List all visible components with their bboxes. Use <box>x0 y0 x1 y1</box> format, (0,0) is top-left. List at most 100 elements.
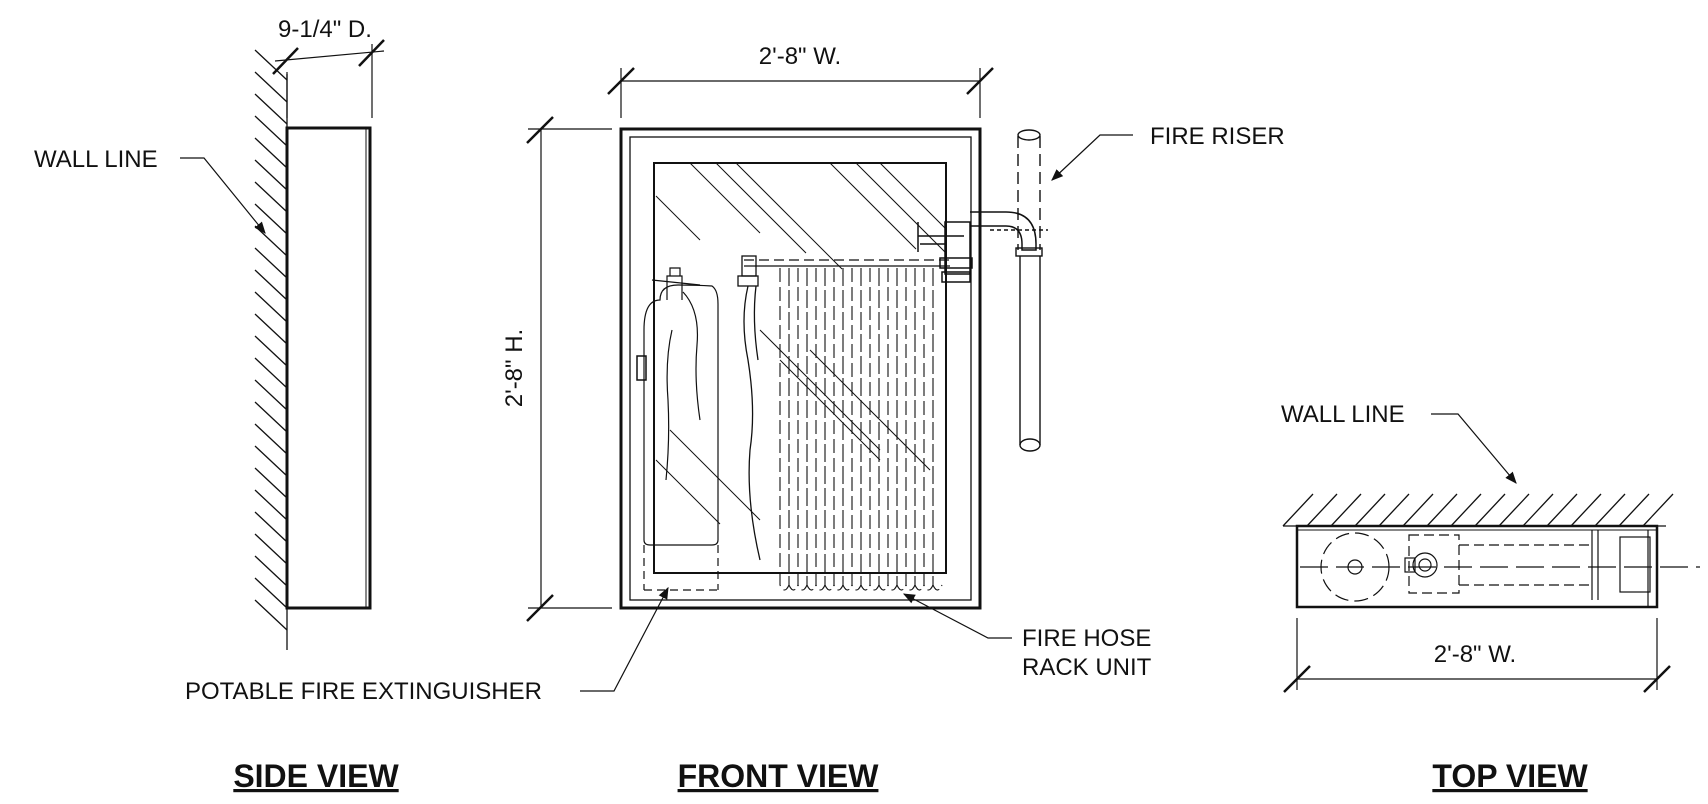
front-view <box>526 67 1133 692</box>
side-wall-hatch <box>254 49 288 650</box>
wall-hatch-line <box>254 357 288 389</box>
wall-hatch-line <box>1570 493 1602 527</box>
side-view-title: SIDE VIEW <box>233 758 399 794</box>
wall-hatch-line <box>254 533 288 565</box>
wall-hatch-line <box>254 115 288 147</box>
hose-fold <box>923 268 934 591</box>
side-view <box>180 39 385 650</box>
hose-fold <box>887 268 898 591</box>
wall-hatch-line <box>254 203 288 235</box>
fire-riser-pipe <box>990 129 1048 452</box>
hose-fold <box>878 268 889 591</box>
hose-fold <box>788 268 799 591</box>
hose-fold <box>842 268 853 591</box>
hose-fold <box>815 268 826 591</box>
wall-hatch-line <box>254 159 288 191</box>
wall-hatch-line <box>1354 493 1386 527</box>
top-contents <box>1300 530 1700 607</box>
hose-fold <box>896 268 907 591</box>
front-width-label: 2'-8" W. <box>759 43 841 70</box>
hose-rack-bar <box>737 255 950 561</box>
front-height-dimension <box>526 116 612 622</box>
wall-hatch-line <box>1618 493 1650 527</box>
wall-hatch-line <box>1450 493 1482 527</box>
front-height-label: 2'-8" H. <box>501 329 528 407</box>
wall-hatch-line <box>254 577 288 609</box>
wall-hatch-line <box>254 401 288 433</box>
hose-fold <box>914 268 925 591</box>
hose-valve <box>917 211 1037 283</box>
glass-reflection-lines <box>655 162 947 525</box>
wall-hatch-line <box>254 335 288 367</box>
wall-hatch-line <box>254 555 288 587</box>
wall-hatch-line <box>254 445 288 477</box>
wall-hatch-line <box>254 181 288 213</box>
wall-hatch-line <box>254 423 288 455</box>
hose-fold <box>869 268 880 591</box>
side-wall-leader <box>180 157 266 234</box>
top-wall-hatch <box>1282 493 1674 527</box>
hose-fold <box>851 268 862 591</box>
top-width-dimension <box>1283 618 1671 693</box>
wall-hatch-line <box>1426 493 1458 527</box>
side-depth-dimension <box>272 39 385 118</box>
wall-hatch-line <box>1594 493 1626 527</box>
top-width-label: 2'-8" W. <box>1434 641 1516 668</box>
wall-hatch-line <box>254 489 288 521</box>
wall-hatch-line <box>1522 493 1554 527</box>
wall-hatch-line <box>1474 493 1506 527</box>
hose-fold <box>932 268 943 591</box>
front-width-dimension <box>607 67 994 118</box>
wall-hatch-line <box>1282 493 1314 527</box>
side-depth-label: 9-1/4" D. <box>278 16 372 43</box>
top-view-title: TOP VIEW <box>1432 758 1588 794</box>
top-cabinet <box>1295 524 1659 609</box>
wall-hatch-line <box>254 137 288 169</box>
cabinet-inner-frame <box>629 136 972 601</box>
wall-hatch-line <box>254 291 288 323</box>
hose-fold <box>833 268 844 591</box>
front-view-title: FRONT VIEW <box>678 758 880 794</box>
wall-hatch-line <box>254 93 288 125</box>
hose-fold <box>824 268 835 591</box>
hose-fold <box>905 268 916 591</box>
wall-hatch-line <box>1306 493 1338 527</box>
cabinet-handle <box>636 355 647 381</box>
cabinet-outer-frame <box>619 127 982 610</box>
wall-hatch-line <box>1498 493 1530 527</box>
hose-fold <box>797 268 808 591</box>
wall-hatch-line <box>254 467 288 499</box>
wall-hatch-line <box>1402 493 1434 527</box>
wall-hatch-line <box>254 49 288 81</box>
wall-hatch-line <box>254 71 288 103</box>
hose-folds <box>779 268 943 591</box>
extinguisher-leader <box>580 586 669 692</box>
hose-fold <box>860 268 871 591</box>
extinguisher-label: POTABLE FIRE EXTINGUISHER <box>185 678 542 705</box>
top-wall-label: WALL LINE <box>1281 401 1405 428</box>
wall-hatch-line <box>1642 493 1674 527</box>
side-wall-label: WALL LINE <box>34 146 158 173</box>
wall-hatch-line <box>254 599 288 631</box>
hose-rack-leader <box>902 593 1012 639</box>
hose-rack-label-line1: FIRE HOSE <box>1022 625 1151 652</box>
hose-fold <box>806 268 817 591</box>
wall-hatch-line <box>254 313 288 345</box>
wall-hatch-line <box>1378 493 1410 527</box>
wall-hatch-line <box>254 225 288 257</box>
fire-riser-label: FIRE RISER <box>1150 123 1285 150</box>
cabinet-glass-panel <box>653 162 947 574</box>
fire-extinguisher <box>643 267 719 591</box>
fire-riser-leader <box>1051 134 1133 181</box>
top-wall-leader <box>1431 413 1517 484</box>
wall-hatch-line <box>254 511 288 543</box>
wall-hatch-line <box>254 247 288 279</box>
hose-fold <box>779 268 790 591</box>
top-view <box>1282 413 1700 693</box>
wall-hatch-line <box>1546 493 1578 527</box>
wall-hatch-line <box>254 379 288 411</box>
hose-rack-label-line2: RACK UNIT <box>1022 654 1152 681</box>
wall-hatch-line <box>254 269 288 301</box>
side-cabinet <box>285 126 372 610</box>
